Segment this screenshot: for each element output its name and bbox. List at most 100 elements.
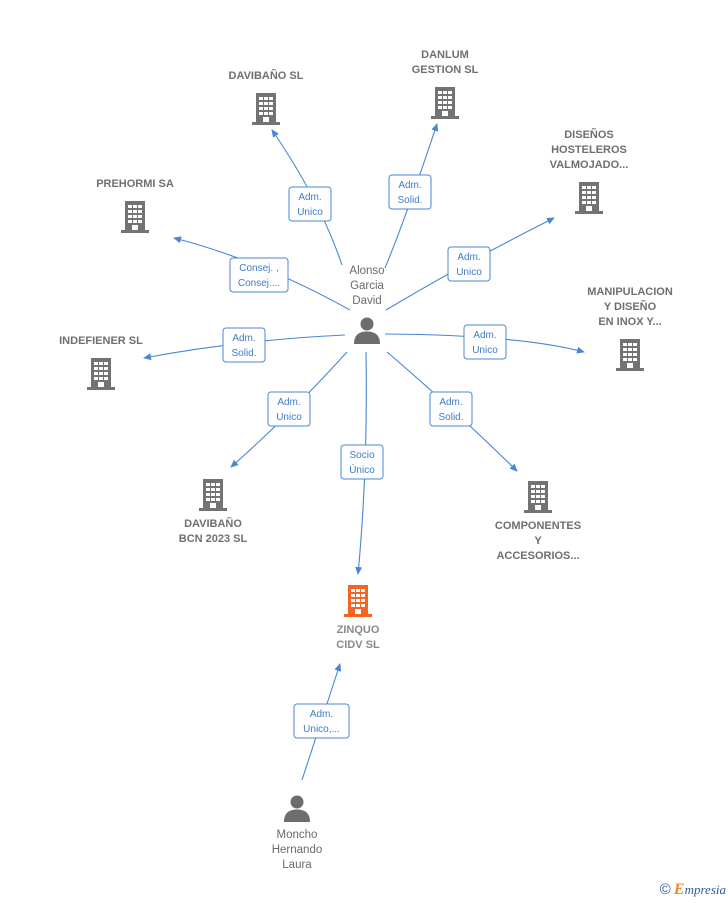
edge-alonso-to-indefiener: Adm. Solid. [143,327,346,363]
building-icon [431,87,459,119]
building-icon [199,479,227,511]
edge-label-box [222,327,266,363]
node-label-line: Y [534,535,542,547]
edge-label-line: Unico [276,412,302,423]
building-icon [524,481,552,513]
node-label-line: EN INOX Y... [598,316,661,328]
edge-label-line: Unico [456,267,482,278]
node-label-line: MANIPULACION [587,286,673,298]
node-componentes[interactable]: COMPONENTES Y ACCESORIOS... [495,481,581,562]
edge-role-label[interactable]: Adm. Unico [447,246,491,282]
node-label-line: DAVIBAÑO SL [229,69,304,82]
node-label-line: DAVIBAÑO [184,517,242,530]
edge-role-label[interactable]: Consej. , Consej.... [229,257,289,293]
node-prehormi[interactable]: PREHORMI SA [96,178,174,233]
edge-label-line: Adm. [298,192,321,203]
edge-label-box [388,174,432,210]
edge-label-box [288,186,332,222]
edge-role-label[interactable]: Adm. Unico [267,391,311,427]
node-davibanobcn[interactable]: DAVIBAÑO BCN 2023 SL [179,479,248,545]
node-label-line: Hernando [272,844,323,856]
copyright-icon: © [659,881,671,898]
node-indefiener[interactable]: INDEFIENER SL [59,335,143,390]
edge-label-line: Adm. [277,397,300,408]
edge-label-line: Solid. [438,412,463,423]
node-label-line: David [352,295,381,307]
node-label-line: DISEÑOS [564,128,614,141]
edge-role-label[interactable]: Adm. Solid. [222,327,266,363]
edge-role-label[interactable]: Adm. Solid. [388,174,432,210]
edge-label-line: Unico [297,207,323,218]
building-icon [87,358,115,390]
node-label-line: Moncho [277,829,318,841]
edge-alonso-to-manipulacion: Adm. Unico [384,324,585,360]
node-label-line: ZINQUO [337,624,380,636]
node-label-line: VALMOJADO... [550,159,629,171]
edge-role-label[interactable]: Adm. Unico,... [293,703,350,739]
edge-label-box [447,246,491,282]
node-label-line: Laura [282,859,312,871]
edge-alonso-to-davibano: Adm. Unico [271,129,343,266]
node-label-line: Y DISEÑO [604,300,657,313]
node-davibano[interactable]: DAVIBAÑO SL [229,69,304,125]
building-icon [616,339,644,371]
empresia-watermark: © Empresia [660,881,726,899]
edge-role-label[interactable]: Adm. Solid. [429,391,473,427]
node-zinquo[interactable]: ZINQUO CIDV SL [336,585,380,651]
node-label-line: CIDV SL [336,639,380,651]
building-icon [121,201,149,233]
node-disenos[interactable]: DISEÑOS HOSTELEROS VALMOJADO... [550,128,629,214]
edge-alonso-to-danlum: Adm. Solid. [384,123,439,269]
node-manipulacion[interactable]: MANIPULACION Y DISEÑO EN INOX Y... [587,286,673,371]
node-label-line: PREHORMI SA [96,178,174,190]
edge-label-box [429,391,473,427]
edge-label-line: Adm. [457,252,480,263]
node-label-line: ACCESORIOS... [496,550,579,562]
edge-label-box [229,257,289,293]
edge-label-line: Adm. [473,330,496,341]
node-label-line: HOSTELEROS [551,144,627,156]
edge-role-label[interactable]: Adm. Unico [463,324,507,360]
node-label-line: DANLUM [421,49,469,61]
edge-moncho-to-zinquo: Adm. Unico,... [293,663,350,781]
edge-alonso-to-prehormi: Consej. , Consej.... [173,236,351,311]
brand-name: mpresia [684,882,726,897]
edge-alonso-to-componentes: Adm. Solid. [386,351,518,472]
building-icon [252,93,280,125]
edge-alonso-to-disenos: Adm. Unico [385,217,555,311]
edge-label-box [340,444,384,480]
node-label-line: GESTION SL [412,64,479,76]
building-icon [344,585,372,617]
brand-initial: E [673,881,685,898]
person-icon [354,317,380,344]
node-label-line: BCN 2023 SL [179,533,248,545]
edge-label-line: Adm. [310,709,333,720]
edge-role-label[interactable]: Adm. Unico [288,186,332,222]
node-label-line: COMPONENTES [495,520,581,532]
node-label-line: Garcia [350,280,384,292]
edge-label-line: Único [349,463,375,476]
edge-label-line: Solid. [397,195,422,206]
edge-label-line: Adm. [398,180,421,191]
building-icon [575,182,603,214]
edge-label-line: Adm. [232,333,255,344]
node-label-line: INDEFIENER SL [59,335,143,347]
edge-label-line: Unico [472,345,498,356]
edge-label-line: Adm. [439,397,462,408]
person-icon [284,795,310,822]
node-danlum[interactable]: DANLUM GESTION SL [412,49,479,119]
edge-label-box [463,324,507,360]
edge-label-line: Unico,... [303,724,340,735]
edge-label-line: Consej.... [238,278,280,289]
edge-alonso-to-davibanobcn: Adm. Unico [230,351,348,468]
edge-label-box [293,703,350,739]
edge-label-box [267,391,311,427]
edge-label-line: Socio [349,450,374,461]
edge-label-line: Solid. [231,348,256,359]
edge-label-line: Consej. , [239,263,278,274]
